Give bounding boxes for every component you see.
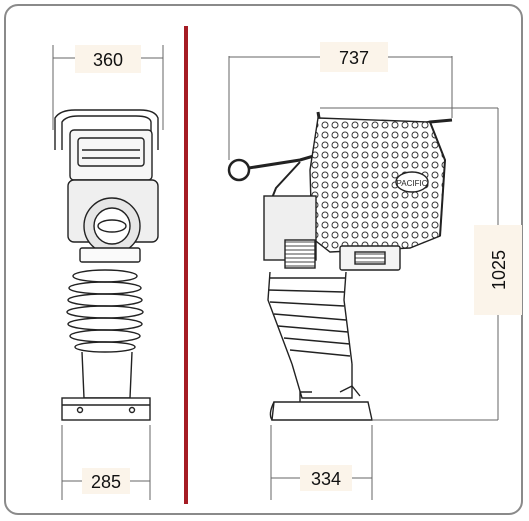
svg-text:1025: 1025 [489,250,509,290]
brand-badge: PACIFIC [395,171,429,193]
svg-text:360: 360 [93,50,123,70]
dim-front-width-base: 285 [82,468,130,494]
handle-grip [227,158,251,182]
side-view: PACIFIC [227,111,453,421]
dim-front-width-top: 360 [75,45,141,73]
svg-text:PACIFIC: PACIFIC [397,179,428,188]
dim-side-base-length: 334 [300,465,352,491]
front-dimension-lines [52,45,164,500]
side-dimension-lines [228,56,499,500]
dim-side-height: 1025 [474,225,522,315]
svg-text:334: 334 [311,469,341,489]
view-divider [184,26,188,504]
dim-side-length-top: 737 [320,42,388,72]
svg-text:285: 285 [91,472,121,492]
front-view [54,109,159,421]
svg-text:737: 737 [339,48,369,68]
